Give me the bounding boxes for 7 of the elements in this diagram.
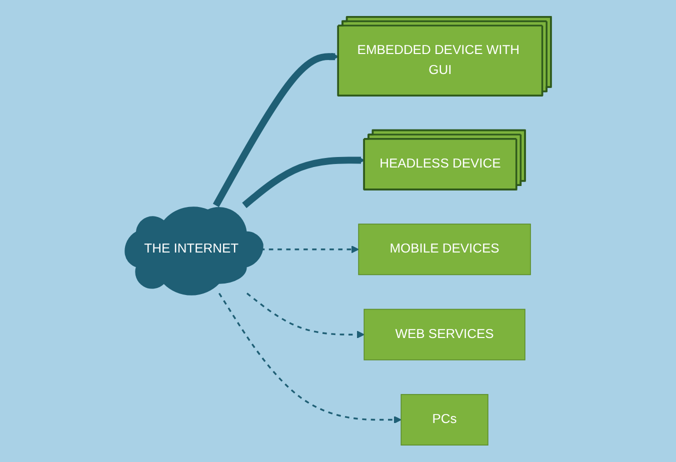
arrow (212, 52, 339, 208)
node-box: WEB SERVICES (364, 308, 526, 360)
node-box: PCs (400, 394, 488, 446)
arrow (218, 292, 402, 424)
arrow (242, 156, 365, 208)
arrow (246, 292, 364, 338)
node-box: MOBILE DEVICES (358, 224, 531, 276)
